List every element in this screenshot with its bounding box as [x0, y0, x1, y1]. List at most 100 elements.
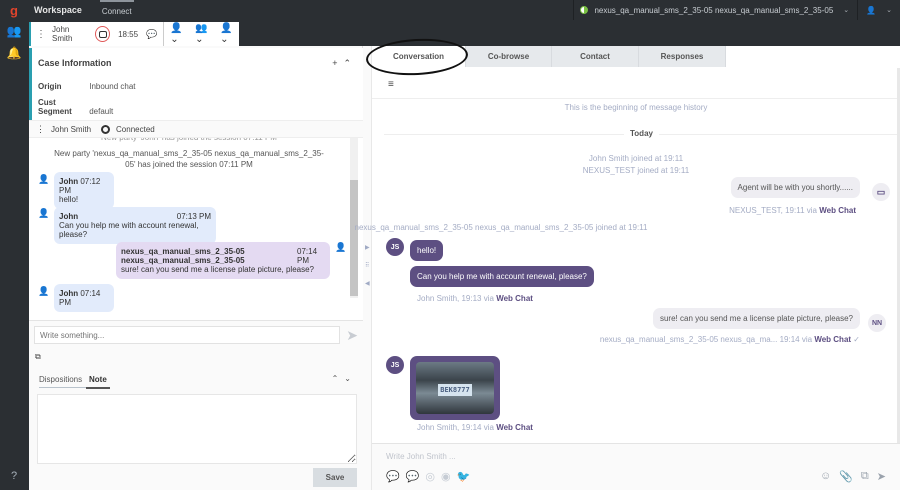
tab-note[interactable]: Note — [86, 375, 110, 389]
interaction-timer: 18:55 — [118, 29, 139, 39]
tab-conversation[interactable]: Conversation — [365, 36, 469, 78]
tab-contact[interactable]: Contact — [552, 46, 639, 67]
agent-icon: 👤 — [335, 242, 347, 252]
bot-avatar-icon: ▭ — [872, 183, 890, 201]
canned-responses-icon[interactable]: ⧉ — [35, 352, 41, 361]
customer-message: Can you help me with account renewal, pl… — [410, 266, 594, 287]
tab-dispositions[interactable]: Dispositions — [39, 375, 87, 388]
meta-text: NEXUS_TEST, 19:11 — [729, 206, 805, 215]
sender: John — [59, 212, 79, 221]
case-row-segment: Cust Segment default — [38, 98, 113, 116]
message-meta: NEXUS_TEST, 19:11 via Web Chat — [729, 206, 856, 215]
genesys-logo-icon: g — [10, 2, 18, 18]
help-icon[interactable]: ? — [10, 470, 18, 482]
more-menu-icon[interactable]: ⋮ — [36, 123, 45, 134]
chat-message: John 07:12 PM hello! — [54, 172, 114, 209]
send-icon[interactable]: ➤ — [346, 327, 358, 343]
message-text: hello! — [59, 195, 79, 204]
conference-button[interactable]: 👥⌄ — [195, 23, 208, 45]
interaction-contact-name[interactable]: John Smith — [52, 25, 73, 43]
case-information: Case Information +⌃ Origin Inbound chat … — [29, 48, 363, 120]
join-event: nexus_qa_manual_sms_2_35-05 nexus_qa_man… — [354, 223, 648, 232]
conversation-scrollbar[interactable] — [897, 68, 900, 443]
chat-message-input[interactable] — [34, 326, 340, 344]
case-row-origin: Origin Inbound chat — [38, 82, 136, 91]
note-textarea[interactable] — [37, 394, 357, 464]
join-event: John Smith joined at 19:11 — [588, 154, 684, 163]
status-ready-icon — [580, 6, 589, 14]
right-tabs: Conversation Co-browse Contact Responses — [365, 36, 900, 78]
consult-button[interactable]: 👤⌄ — [220, 23, 233, 45]
emoji-icon[interactable]: ☺ — [819, 470, 832, 482]
sender: John — [59, 177, 79, 186]
customer-icon: 👤 — [38, 174, 50, 184]
system-message: New party 'nexus_qa_manual_sms_2_35-05 n… — [54, 149, 324, 169]
sender: John — [59, 289, 79, 298]
tab-co-browse[interactable]: Co-browse — [466, 46, 552, 67]
bell-icon[interactable]: 🔔 — [6, 46, 22, 60]
tab-label: Conversation — [392, 52, 445, 61]
bot-message: Agent will be with you shortly...... — [730, 177, 860, 198]
tab-connect[interactable]: Connect — [99, 0, 134, 20]
conversation-panel: Conversation Co-browse Contact Responses… — [355, 36, 900, 490]
case-info-title: Case Information — [38, 58, 112, 68]
divider — [372, 98, 900, 99]
case-info-controls[interactable]: +⌃ — [332, 58, 357, 68]
chat-message: John 07:13 PM Can you help me with accou… — [54, 207, 216, 244]
meta-via: via — [806, 206, 818, 215]
conversation-input[interactable]: Write John Smith ... — [386, 452, 456, 461]
chevron-down-icon: ⌄ — [886, 7, 892, 14]
tab-responses[interactable]: Responses — [639, 46, 726, 67]
interaction-bar: ⋮ John Smith 18:55 💬 👤⌄ 👥⌄ 👤⌄ — [29, 22, 239, 46]
webchat-icon[interactable]: 💬 — [386, 471, 400, 483]
timestamp: 07:12 PM — [59, 177, 101, 195]
user-menu[interactable]: 👤 ⌄ — [857, 0, 900, 20]
date-label: Today — [624, 129, 659, 138]
sender: nexus_qa_manual_sms_2_35-05 — [121, 256, 245, 265]
menu-icon[interactable]: ≡ — [388, 79, 394, 90]
agent-status-dropdown[interactable]: nexus_qa_manual_sms_2_35-05 nexus_qa_man… — [573, 0, 857, 20]
meta-channel: Web Chat — [814, 335, 852, 344]
expand-left-icon[interactable]: ◀ — [365, 281, 370, 287]
top-bar: g Workspace Connect nexus_qa_manual_sms_… — [0, 0, 900, 20]
compose-actions: ☺ 📎 ⧉ ➤ — [820, 470, 886, 483]
expand-right-icon[interactable]: ▶ — [365, 245, 370, 251]
twitter-icon[interactable]: 🐦 — [456, 471, 471, 483]
meta-text: John Smith, 19:13 — [417, 294, 482, 303]
whatsapp-icon[interactable]: ◎ — [425, 471, 436, 483]
end-chat-button[interactable]: 💬 — [146, 28, 158, 39]
chat-message: John 07:14 PM — [54, 284, 114, 312]
customer-avatar: JS — [386, 238, 404, 256]
case-label: Cust Segment — [38, 98, 72, 116]
messenger-icon[interactable]: ◉ — [441, 471, 451, 483]
notes-collapse-controls[interactable]: ⌃⌄ — [331, 374, 357, 383]
chat-status: Connected — [116, 124, 155, 134]
history-start: This is the beginning of message history — [564, 103, 708, 112]
chevron-down-icon: ⌄ — [843, 7, 850, 14]
save-button[interactable]: Save — [313, 468, 357, 487]
attachment-icon[interactable]: 📎 — [839, 471, 853, 483]
meta-channel: Web Chat — [496, 294, 533, 303]
chat-header: ⋮ John Smith Connected — [29, 120, 363, 138]
image-attachment[interactable]: BEK8777 — [410, 356, 500, 420]
customer-avatar: JS — [386, 356, 404, 374]
timestamp: PM — [297, 256, 309, 265]
contacts-icon[interactable]: 👥 — [6, 24, 22, 38]
sms-icon[interactable]: 💬 — [405, 471, 420, 483]
divider — [163, 22, 165, 46]
chat-transcript: New party 'John' has joined the session … — [29, 138, 363, 320]
panel-splitter[interactable]: ▶ ⠿ ◀ — [363, 46, 372, 490]
timestamp: 07:13 PM — [176, 212, 211, 221]
drag-handle-icon[interactable]: ⠿ — [365, 263, 370, 269]
more-menu-icon[interactable]: ⋮ — [36, 28, 46, 40]
timestamp: 07:14 — [297, 247, 318, 256]
transfer-button[interactable]: 👤⌄ — [170, 23, 183, 45]
message-text: sure! can you send me a license plate pi… — [121, 265, 315, 274]
send-icon[interactable]: ➤ — [876, 471, 886, 483]
transcript-scrollbar[interactable] — [350, 138, 358, 298]
sender: nexus_qa_manual_sms_2_35-05 — [121, 247, 245, 256]
canned-responses-icon[interactable]: ⧉ — [860, 470, 869, 482]
delivered-check-icon: ✓ — [853, 335, 860, 344]
case-value: default — [89, 107, 114, 116]
